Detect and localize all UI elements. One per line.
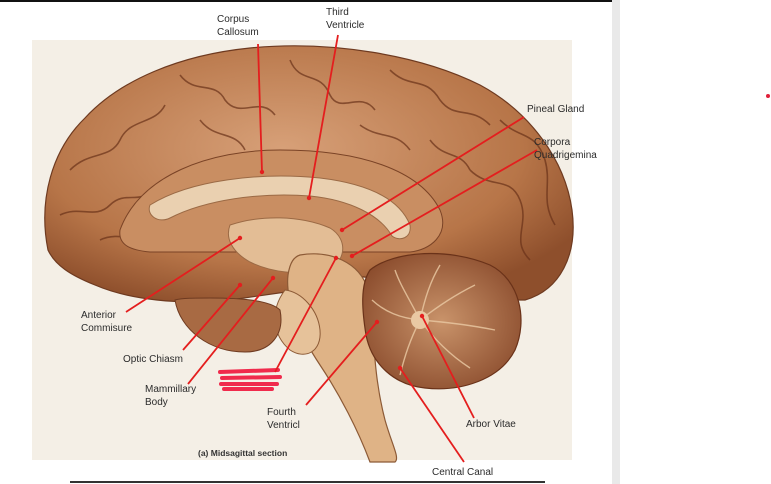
- arrow-corpora-quadrigemina: [351, 149, 538, 257]
- cingulate-gyrus: [119, 149, 444, 253]
- arrow-fourth-ventricl-a: [274, 257, 337, 373]
- redaction-scribble: [218, 368, 282, 391]
- corpus-callosum: [148, 175, 411, 240]
- label-anterior-commisure: Anterior Commisure: [81, 310, 133, 334]
- arrow-mammillary-body: [187, 277, 274, 385]
- arrow-central-canal: [399, 367, 465, 463]
- arrow-optic-chiasm: [182, 284, 241, 351]
- bottom-border-line: [70, 481, 545, 483]
- arrow-anterior-commisure: [125, 237, 241, 313]
- figure-caption: (a) Midsagittal section: [198, 448, 288, 458]
- label-central-canal: Central Canal: [432, 467, 494, 478]
- label-corpora-quadrigemina: Corpora Quadrigemina: [534, 137, 597, 161]
- right-blank-panel: [620, 0, 771, 484]
- arrow-arbor-vitae: [421, 315, 475, 419]
- top-border-line: [0, 0, 612, 2]
- arrow-corpus-callosum: [257, 43, 263, 173]
- cerebellum-core: [411, 311, 429, 329]
- label-mammillary-body: Mammillary Body: [145, 384, 197, 408]
- panel-divider: [612, 0, 620, 484]
- label-third-ventricle: Third Ventricle: [326, 7, 365, 31]
- label-arbor-vitae: Arbor Vitae: [466, 419, 516, 430]
- label-corpus-callosum: Corpus Callosum: [217, 14, 259, 38]
- red-dot-marker: [766, 94, 770, 98]
- label-pineal-gland: Pineal Gland: [527, 104, 585, 115]
- cerebellum: [362, 252, 522, 390]
- label-fourth-ventricl: Fourth Ventricl: [267, 407, 300, 431]
- temporal-lobe: [174, 297, 282, 353]
- arrow-pineal-gland: [341, 116, 525, 231]
- arrow-third-ventricle: [308, 34, 339, 199]
- label-optic-chiasm: Optic Chiasm: [123, 354, 184, 365]
- pointer-arrows: [125, 34, 538, 463]
- arrow-heads: [237, 169, 425, 371]
- arrow-fourth-ventricl-b: [305, 321, 378, 406]
